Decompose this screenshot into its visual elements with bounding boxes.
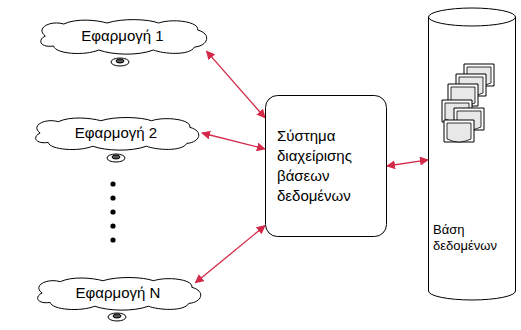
application-label: Εφαρμογή N — [76, 283, 161, 303]
application-cloud: Εφαρμογή 1 — [35, 18, 210, 54]
application-cloud: Εφαρμογή N — [32, 276, 204, 310]
database-label: Βάση δεδομένων — [433, 222, 516, 255]
cloud-outline — [38, 278, 201, 311]
box-outline — [266, 96, 387, 237]
node-outline — [428, 8, 516, 300]
cloud-outline — [36, 118, 199, 151]
access-arrow — [387, 160, 428, 166]
database-cylinder: Βάση δεδομένων — [428, 8, 516, 300]
dbms-box: Σύστημα διαχείρισης βάσεων δεδομένων — [265, 95, 387, 237]
cloud-outline — [41, 20, 207, 55]
application-label: Εφαρμογή 1 — [81, 26, 163, 46]
dbms-label: Σύστημα διαχείρισης βάσεων δεδομένων — [277, 126, 377, 207]
ellipsis-dots — [110, 181, 115, 242]
application-cloud: Εφαρμογή 2 — [30, 116, 202, 150]
cylinder-outline — [429, 8, 516, 300]
application-label: Εφαρμογή 2 — [75, 123, 157, 143]
document-icon — [442, 64, 494, 142]
access-arrow — [195, 226, 265, 283]
cylinder-rim — [429, 17, 516, 26]
access-arrow — [207, 51, 266, 118]
access-arrow — [202, 133, 265, 149]
node-outline — [265, 95, 387, 237]
